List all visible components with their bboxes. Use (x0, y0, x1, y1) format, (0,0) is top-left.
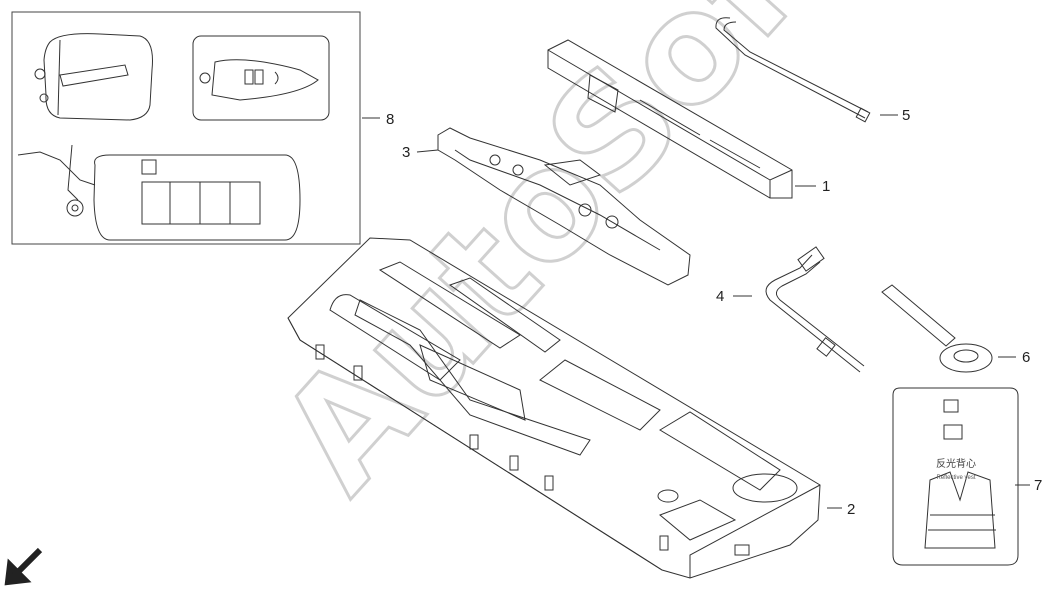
vest-label-cn: 反光背心 (936, 457, 976, 470)
front-arrow-icon (4, 547, 43, 586)
warning-triangle (547, 39, 793, 199)
vest-package (892, 387, 1019, 566)
kit-box (11, 11, 361, 245)
callout-1: 1 (822, 178, 830, 195)
wheel-wrench (765, 246, 865, 373)
callout-2: 2 (847, 501, 855, 518)
callout-7: 7 (1034, 477, 1042, 494)
callout-6: 6 (1022, 349, 1030, 366)
watermark: AutoSoft (246, 0, 877, 526)
leader-lines (362, 114, 1030, 509)
callout-3: 3 (402, 144, 410, 161)
callout-8: 8 (386, 111, 394, 128)
foam-tray (287, 237, 821, 579)
callout-4: 4 (716, 288, 724, 305)
tow-rod (715, 17, 871, 123)
vest-label-en: Reflective vest (936, 475, 975, 481)
scissor-jack (437, 127, 691, 286)
towing-eye (881, 284, 993, 373)
callout-5: 5 (902, 107, 910, 124)
svg-text:AutoSoft: AutoSoft (247, 0, 875, 524)
